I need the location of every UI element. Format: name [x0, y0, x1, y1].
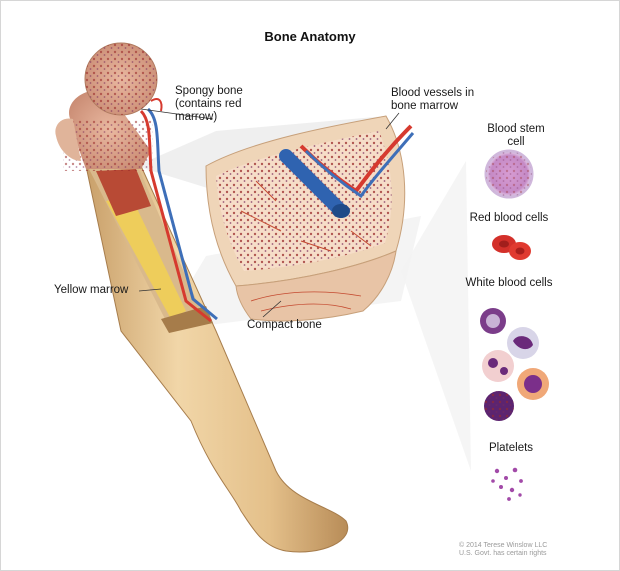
diagram-title: Bone Anatomy — [1, 29, 619, 44]
label-yellow-marrow: Yellow marrow — [54, 284, 164, 297]
white-blood-cell — [482, 350, 514, 382]
label-compact-bone: Compact bone — [247, 319, 357, 332]
credit-line-2: U.S. Govt. has certain rights — [459, 550, 547, 558]
label-blood-vessels: Blood vessels in bone marrow — [391, 87, 501, 113]
platelets-graphic — [491, 468, 523, 501]
label-platelets: Platelets — [471, 442, 551, 455]
label-spongy-bone: Spongy bone (contains red marrow) — [175, 85, 275, 124]
credit-line-1: © 2014 Terese Winslow LLC — [459, 542, 547, 550]
label-blood-stem-cell: Blood stem cell — [481, 123, 551, 149]
label-white-blood-cells: White blood cells — [453, 277, 565, 290]
label-red-blood-cells: Red blood cells — [459, 212, 559, 225]
copyright-credit: © 2014 Terese Winslow LLC U.S. Govt. has… — [459, 542, 547, 558]
zoom-plane-cells — [401, 161, 471, 471]
